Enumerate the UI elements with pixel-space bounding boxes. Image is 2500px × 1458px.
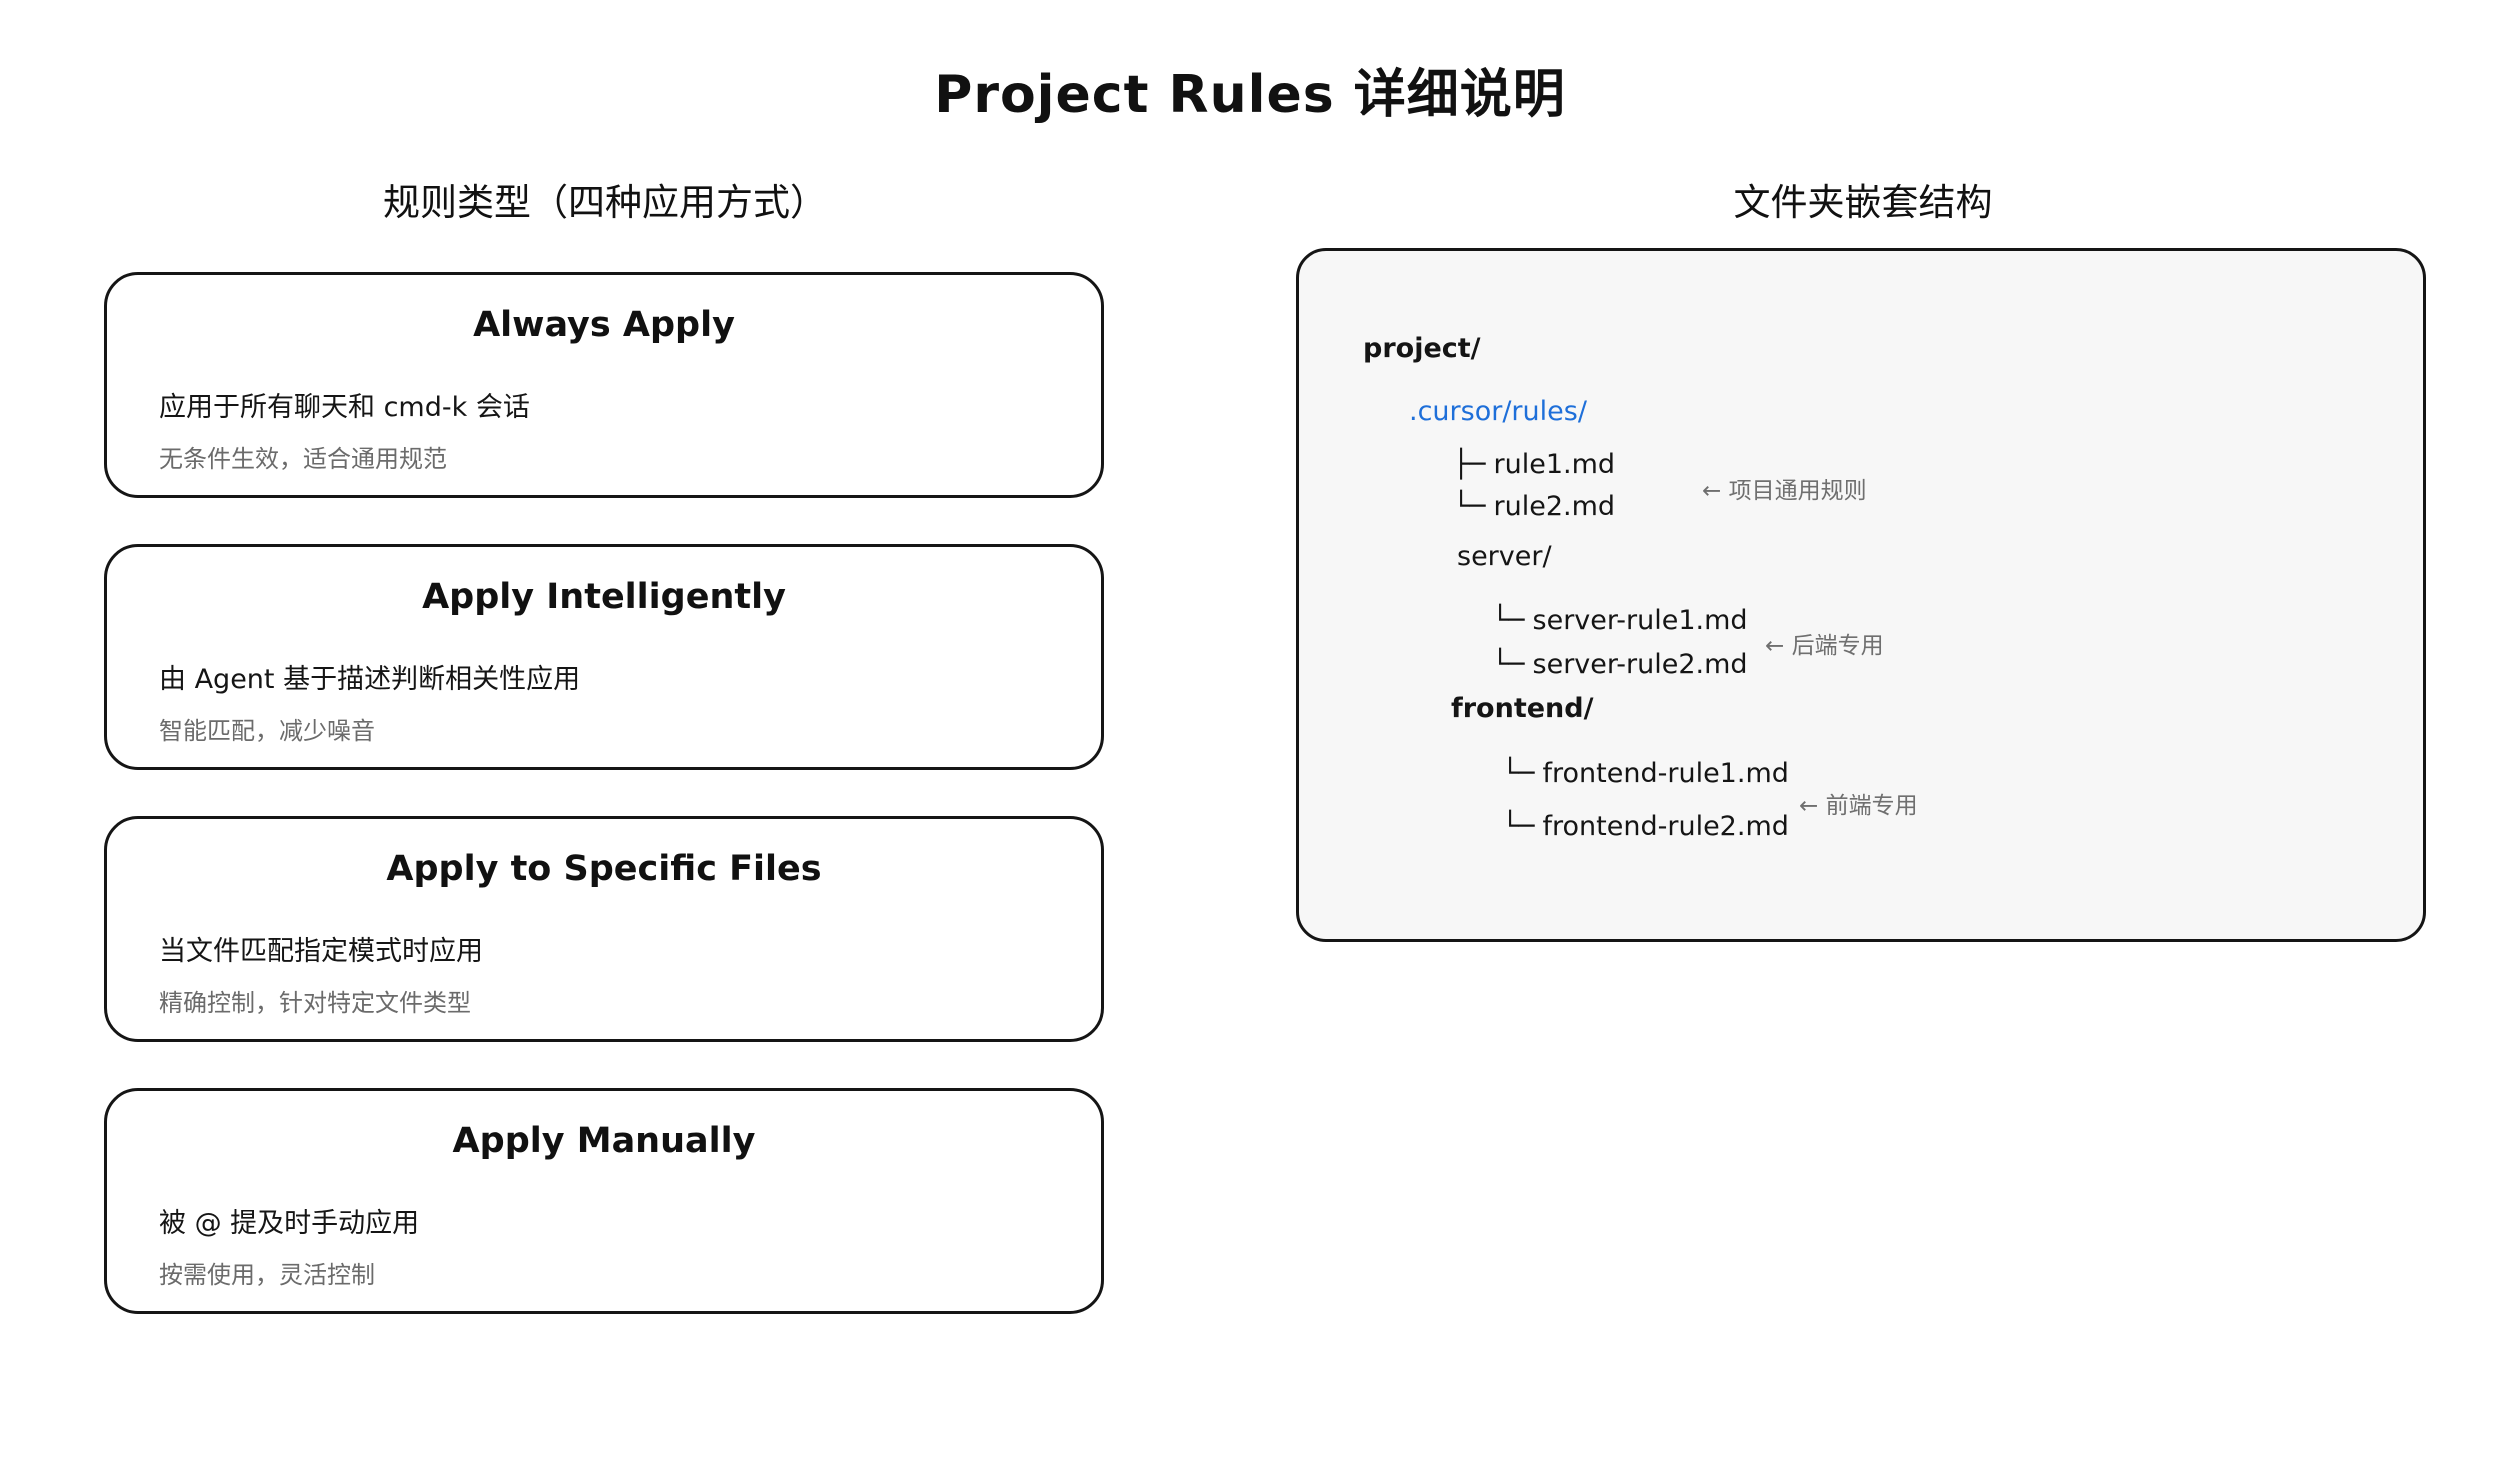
branch-connector-icon: └─ (1492, 605, 1525, 636)
folder-structure-panel: project/ .cursor/rules/ ├─rule1.md └─rul… (1296, 248, 2426, 942)
tree-root-folder: project/ (1363, 333, 1481, 364)
tree-file-label: server-rule1.md (1532, 605, 1748, 636)
tree-frontend-folder: frontend/ (1451, 693, 1594, 724)
rule-card-title: Apply to Specific Files (386, 849, 822, 889)
tree-file-server-rule1: └─server-rule1.md (1492, 605, 1748, 636)
tree-cursor-rules-folder: .cursor/rules/ (1409, 396, 1587, 427)
rule-card-apply-intelligently: Apply Intelligently 由 Agent 基于描述判断相关性应用 … (104, 544, 1104, 770)
tree-file-label: rule2.md (1493, 491, 1616, 522)
branch-connector-icon: └─ (1502, 758, 1535, 789)
rule-card-description: 当文件匹配指定模式时应用 (159, 936, 483, 967)
rule-card-title: Apply Intelligently (422, 577, 786, 617)
rule-card-apply-manually: Apply Manually 被 @ 提及时手动应用 按需使用，灵活控制 (104, 1088, 1104, 1314)
tree-note-server: ← 后端专用 (1765, 633, 1884, 659)
rule-card-apply-to-specific-files: Apply to Specific Files 当文件匹配指定模式时应用 精确控… (104, 816, 1104, 1042)
rule-types-heading: 规则类型（四种应用方式） (383, 181, 827, 224)
tree-file-rule1: ├─rule1.md (1453, 449, 1615, 480)
tree-file-frontend-rule2: └─frontend-rule2.md (1502, 811, 1789, 842)
tree-file-label: rule1.md (1493, 449, 1616, 480)
rule-card-note: 无条件生效，适合通用规范 (159, 445, 447, 473)
rule-card-description: 由 Agent 基于描述判断相关性应用 (159, 664, 581, 695)
tree-server-folder: server/ (1457, 541, 1552, 572)
rule-card-description: 应用于所有聊天和 cmd-k 会话 (159, 392, 530, 423)
tree-file-frontend-rule1: └─frontend-rule1.md (1502, 758, 1789, 789)
folder-structure-heading: 文件夹嵌套结构 (1733, 181, 1993, 224)
tree-file-label: frontend-rule1.md (1542, 758, 1789, 789)
tree-file-rule2: └─rule2.md (1453, 491, 1615, 522)
rule-card-title: Apply Manually (452, 1121, 756, 1161)
tree-note-general: ← 项目通用规则 (1702, 478, 1867, 504)
rule-card-note: 精确控制，针对特定文件类型 (159, 989, 471, 1017)
page-title: Project Rules 详细说明 (934, 65, 1566, 125)
tree-file-label: frontend-rule2.md (1542, 811, 1789, 842)
rule-card-title: Always Apply (473, 305, 735, 345)
tree-note-frontend: ← 前端专用 (1799, 793, 1918, 819)
branch-connector-icon: ├─ (1453, 449, 1486, 480)
branch-connector-icon: └─ (1492, 649, 1525, 680)
rule-card-description: 被 @ 提及时手动应用 (159, 1208, 420, 1239)
tree-file-server-rule2: └─server-rule2.md (1492, 649, 1748, 680)
rule-card-note: 智能匹配，减少噪音 (159, 717, 375, 745)
rule-card-note: 按需使用，灵活控制 (159, 1261, 375, 1289)
branch-connector-icon: └─ (1502, 811, 1535, 842)
branch-connector-icon: └─ (1453, 491, 1486, 522)
tree-file-label: server-rule2.md (1532, 649, 1748, 680)
rule-card-always-apply: Always Apply 应用于所有聊天和 cmd-k 会话 无条件生效，适合通… (104, 272, 1104, 498)
